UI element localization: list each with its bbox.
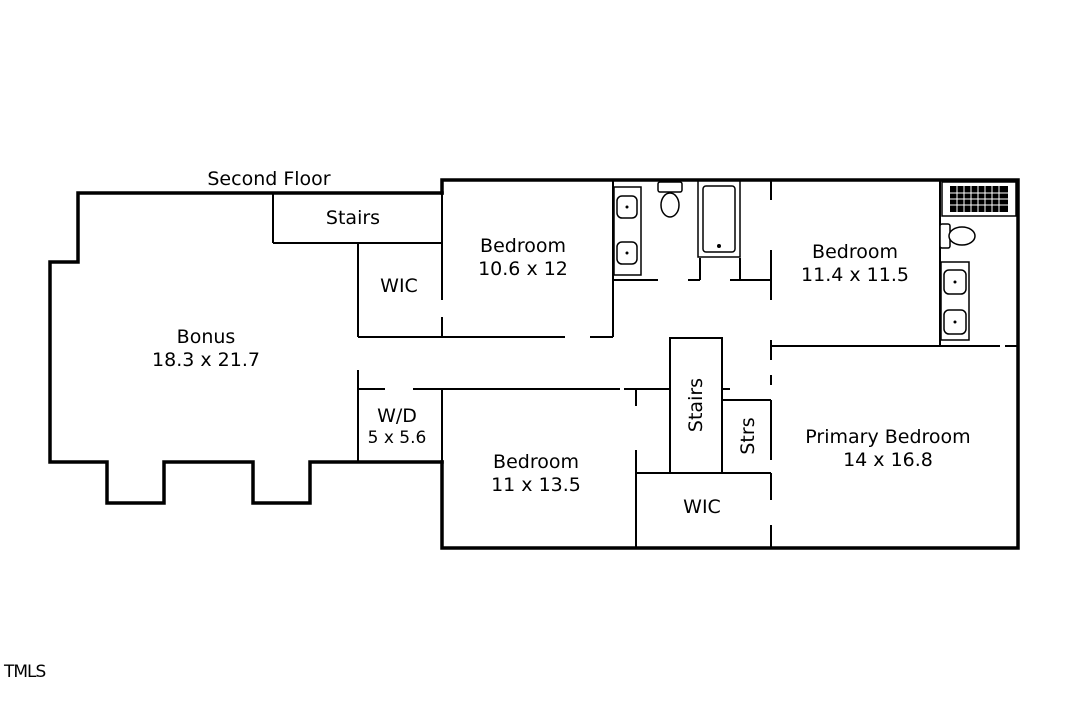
room-primary-dims: 14 x 16.8 [843, 449, 933, 471]
room-wic-bottom-label: WIC [683, 496, 721, 518]
exterior-walls [48, 178, 1020, 550]
room-stairs-mid-label: Stairs [685, 378, 707, 432]
room-wd-label: W/D [377, 405, 417, 427]
plan-title: Second Floor [207, 168, 330, 190]
watermark: TMLS [4, 662, 46, 682]
room-bedroom-2-label: Bedroom [812, 241, 898, 263]
room-wd-dims: 5 x 5.6 [368, 428, 427, 448]
room-strs-label: Strs [737, 417, 759, 454]
room-bedroom-3-label: Bedroom [493, 451, 579, 473]
room-bedroom-1-dims: 10.6 x 12 [478, 258, 568, 280]
room-bonus-label: Bonus [177, 326, 236, 348]
room-bonus-dims: 18.3 x 21.7 [152, 349, 260, 371]
room-bedroom-1-label: Bedroom [480, 235, 566, 257]
room-stairs-top-label: Stairs [326, 207, 380, 229]
shower-icon [941, 181, 1017, 217]
room-bedroom-3-dims: 11 x 13.5 [491, 474, 581, 496]
room-bedroom-2-dims: 11.4 x 11.5 [801, 264, 909, 286]
bathroom-fixtures [613, 180, 1017, 341]
interior-walls [272, 180, 1018, 548]
toilet-icon [657, 181, 683, 218]
room-wic-left-label: WIC [380, 275, 418, 297]
room-primary-label: Primary Bedroom [805, 426, 970, 448]
bathtub-icon [697, 180, 741, 258]
toilet-icon [939, 223, 976, 249]
